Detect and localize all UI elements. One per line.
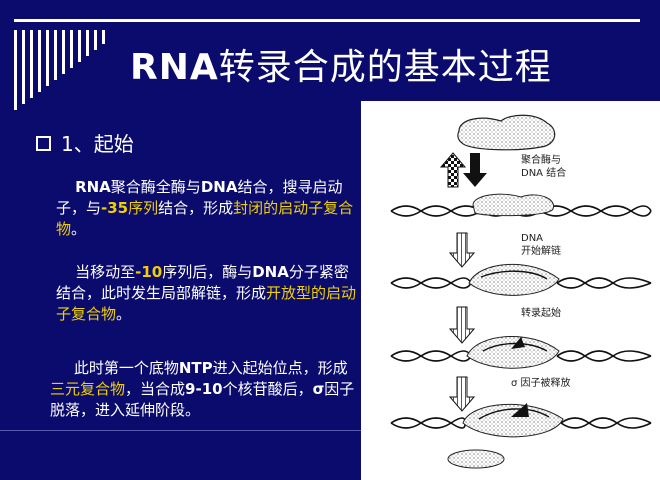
label-unwinding-2: 开始解链 — [521, 244, 561, 257]
p2-end: 。 — [116, 305, 132, 323]
dna-strand-2 — [390, 263, 652, 296]
p3-ntp: NTP — [178, 359, 213, 377]
p1-text-b: 聚合酶全酶与 — [110, 178, 201, 196]
checkbox-bullet-icon — [36, 136, 51, 151]
p1-dna: DNA — [200, 178, 238, 196]
title-latin: RNA — [130, 47, 219, 88]
dna-strand-3 — [390, 335, 652, 369]
label-initiation: 转录起始 — [521, 306, 561, 319]
p3-text-c: 进入起始位点，形成 — [212, 359, 348, 377]
released-sigma-icon — [447, 449, 505, 469]
binding-arrows-icon — [439, 152, 487, 188]
p2-text-c: 序列后，酶与 — [162, 263, 253, 281]
p3-9-10: 9-10 — [185, 380, 223, 398]
section-label: 1、起始 — [61, 132, 134, 156]
p1-minus35: -35 — [101, 199, 129, 217]
diagram-svg: 聚合酶与 DNA 结合 DNA 开始解链 — [390, 114, 652, 469]
p2-text-e: 分子紧密结合，此时发生局部解链，形成 — [56, 263, 349, 302]
slide-title: RNA转录合成的基本过程 — [130, 38, 552, 90]
down-arrow-2-icon — [448, 232, 476, 268]
polymerase-free-icon — [457, 114, 556, 151]
label-binding-2: DNA 结合 — [521, 166, 566, 179]
p2-minus10: -10 — [135, 263, 163, 281]
down-arrow-4-icon — [448, 376, 476, 412]
transcription-initiation-diagram: 聚合酶与 DNA 结合 DNA 开始解链 — [361, 101, 660, 480]
p2-open-complex: 开放型的启动子复合物 — [56, 284, 357, 323]
dna-strand-4 — [390, 403, 652, 438]
p3-sigma: σ — [312, 380, 325, 398]
label-sigma-release: σ 因子被释放 — [511, 376, 571, 389]
p2-dna: DNA — [252, 263, 289, 281]
paragraph-closed-complex: RNA聚合酶全酶与DNA结合，搜寻启动子，与-35序列结合，形成封闭的启动子复合… — [56, 177, 361, 240]
down-arrow-3-icon — [448, 306, 476, 344]
paragraph-ternary-complex: 此时第一个底物NTP进入起始位点，形成三元复合物，当合成9-10个核苷酸后，σ因… — [50, 358, 360, 421]
label-unwinding-1: DNA — [521, 233, 543, 244]
paragraph-open-complex: 当移动至-10序列后，酶与DNA分子紧密结合，此时发生局部解链，形成开放型的启动… — [56, 262, 361, 325]
p3-text-g: 个核苷酸后， — [222, 380, 313, 398]
p1-text-d: 结合，搜寻启动子，与 — [56, 178, 343, 217]
bottom-rule — [0, 430, 660, 431]
p1-rna: RNA — [75, 178, 111, 196]
p3-text-a: 此时第一个底物 — [73, 359, 179, 377]
p1-closed-complex: 封闭的启动子复合物 — [56, 199, 354, 238]
p1-end: 。 — [71, 220, 87, 238]
title-cjk: 转录合成的基本过程 — [218, 47, 552, 88]
decorative-stripes — [14, 30, 109, 110]
top-divider-line — [14, 19, 640, 22]
section-heading: 1、起始 — [36, 128, 134, 157]
p3-text-i: 因子脱落，进入延伸阶段。 — [50, 380, 355, 419]
p1-text-g: 结合，形成 — [158, 199, 234, 217]
p2-text-a: 当移动至 — [75, 263, 136, 281]
label-binding-1: 聚合酶与 — [521, 153, 561, 166]
dna-strand-1 — [390, 193, 652, 217]
p3-ternary-complex: 三元复合物 — [50, 380, 126, 398]
p1-sequence: 序列 — [128, 199, 159, 217]
p3-text-e: ，当合成 — [125, 380, 186, 398]
